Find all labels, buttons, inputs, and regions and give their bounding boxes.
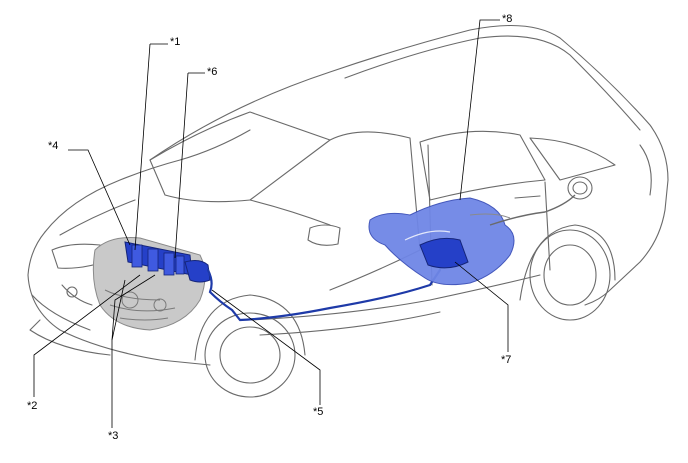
callout-5: *5 <box>313 406 324 418</box>
car-body <box>27 24 669 398</box>
callout-4: *4 <box>48 140 59 152</box>
fuel-tank <box>368 197 515 286</box>
callout-7: *7 <box>501 354 512 366</box>
filler-pipe <box>489 194 576 226</box>
leader-lines <box>33 19 509 428</box>
callout-3: *3 <box>108 430 119 442</box>
callout-6: *6 <box>207 66 218 78</box>
fuel-line <box>206 268 442 322</box>
fuel-rail-injectors <box>124 241 211 283</box>
callout-8: *8 <box>502 13 513 25</box>
callout-2: *2 <box>27 400 38 412</box>
callout-1: *1 <box>170 36 181 48</box>
